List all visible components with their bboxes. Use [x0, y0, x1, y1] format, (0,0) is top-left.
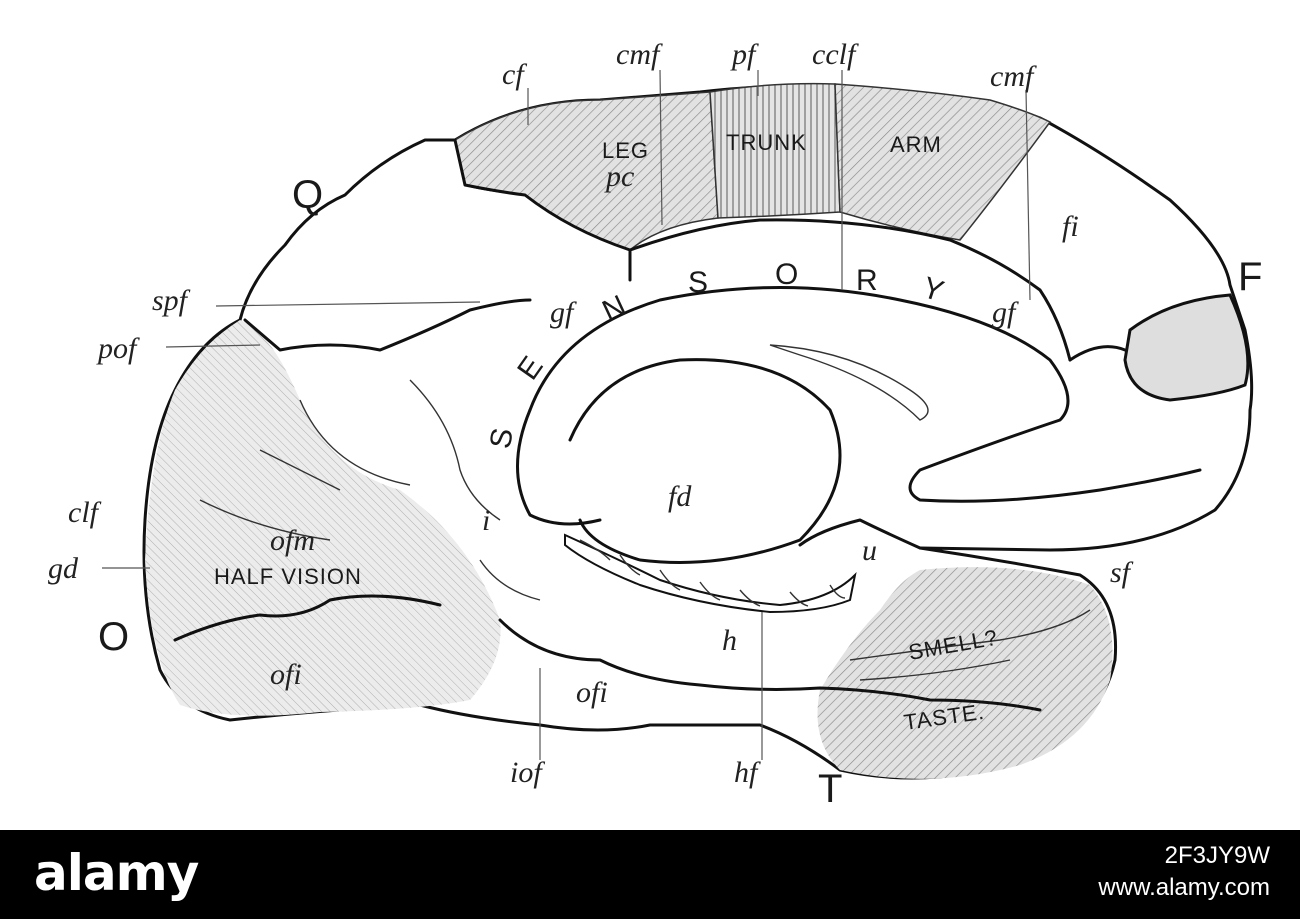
label-cf: cf [502, 58, 527, 91]
sensory-letter-n: N [597, 289, 631, 328]
brain-medial-diagram: LEG TRUNK ARM HALF VISION SMELL? TASTE. … [48, 38, 1262, 811]
sensory-letter-s2: S [688, 266, 708, 299]
label-ofi-left: ofi [270, 658, 302, 691]
sensory-letter-r: R [856, 264, 878, 297]
label-ofm: ofm [270, 524, 315, 557]
label-h: h [722, 624, 737, 657]
lobe-o-label: O [98, 615, 129, 659]
label-hf: hf [734, 756, 761, 789]
label-pf: pf [730, 38, 759, 71]
arm-region [834, 83, 1052, 241]
lobe-f-label: F [1238, 255, 1262, 299]
trunk-label: TRUNK [726, 130, 807, 155]
frontal-pole-region [1123, 293, 1250, 402]
lobe-t-label: T [818, 767, 842, 811]
leg-label: LEG [602, 138, 649, 163]
image-id-block: 2F3JY9W www.alamy.com [1098, 840, 1270, 904]
label-pof: pof [96, 332, 140, 365]
image-id: 2F3JY9W [1164, 842, 1270, 869]
label-gf-left: gf [550, 296, 577, 329]
half-vision-label: HALF VISION [214, 564, 362, 589]
visual-region [145, 320, 501, 716]
arm-label: ARM [890, 132, 942, 157]
hippocampus-serrations [564, 533, 857, 614]
label-pc: pc [604, 160, 634, 193]
leg-region [454, 91, 719, 251]
label-iof: iof [510, 756, 545, 789]
label-ofi-mid: ofi [576, 676, 608, 709]
callosal-sulcus [243, 298, 532, 352]
label-cmf-top: cmf [616, 38, 663, 71]
label-gf-right: gf [992, 296, 1019, 329]
watermark-footer: alamy 2F3JY9W www.alamy.com [0, 830, 1300, 919]
label-spf: spf [152, 284, 191, 317]
fornix-outline [568, 358, 842, 564]
sensory-letter-s1: S [484, 426, 520, 451]
smell-taste-region [817, 567, 1113, 779]
label-fi: fi [1062, 210, 1079, 243]
site-url: www.alamy.com [1098, 874, 1270, 901]
label-clf: clf [68, 496, 102, 529]
label-u: u [862, 534, 877, 567]
sensory-letter-y: Y [918, 271, 947, 309]
lobe-q-label: Q [292, 173, 323, 217]
label-i: i [482, 504, 490, 537]
corpus-callosum [528, 286, 1202, 503]
alamy-logo: alamy [34, 844, 199, 902]
label-sf: sf [1110, 556, 1134, 589]
label-cclf: cclf [812, 38, 859, 71]
label-fd: fd [668, 480, 692, 513]
sensory-letter-o: O [775, 258, 798, 291]
label-cmf-right: cmf [990, 60, 1037, 93]
label-gd: gd [48, 552, 79, 585]
